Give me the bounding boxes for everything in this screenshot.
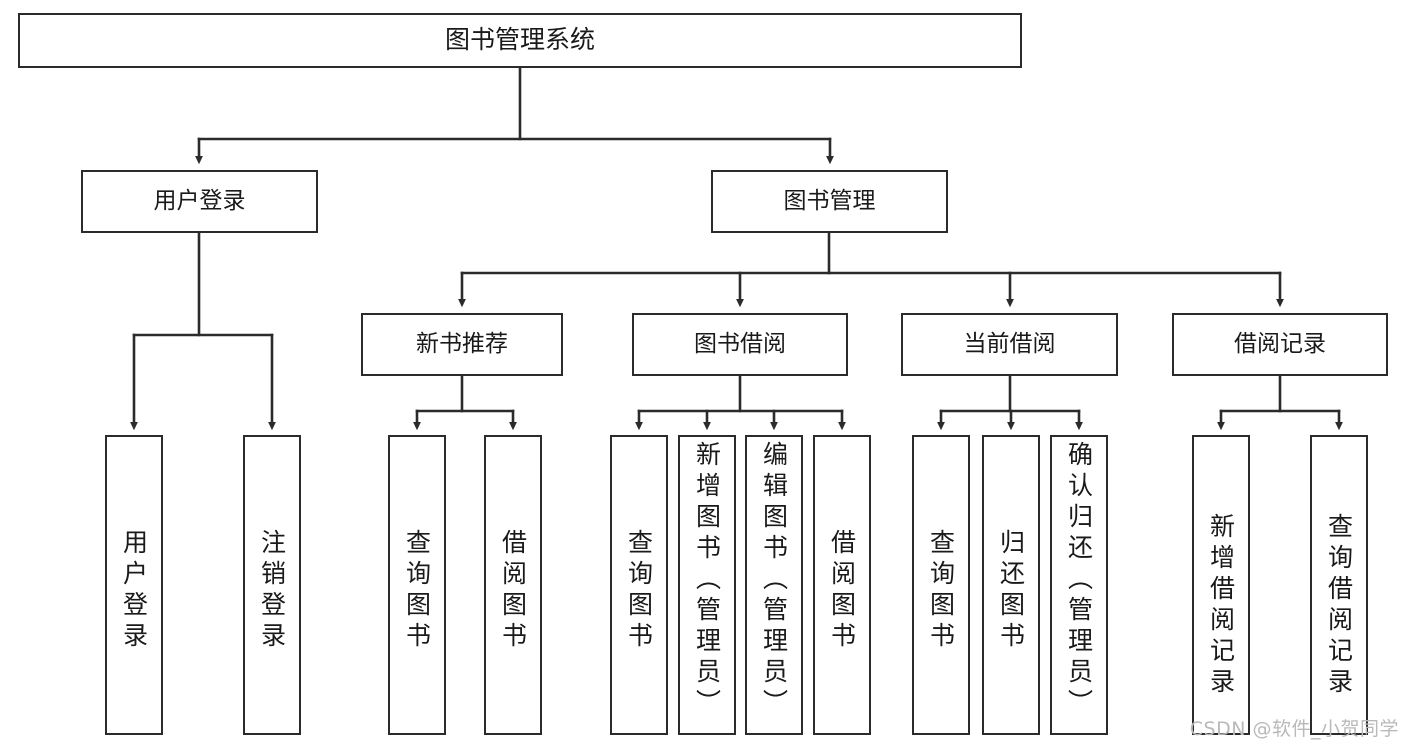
leaf-confirm-return-admin-label: 确认归还（管理员） <box>1064 441 1094 720</box>
node-root-label: 图书管理系统 <box>444 25 595 55</box>
node-root[interactable]: 图书管理系统 <box>18 13 1022 68</box>
node-current-borrow[interactable]: 当前借阅 <box>901 313 1118 376</box>
leaf-user-login[interactable]: 用户登录 <box>105 435 163 735</box>
leaf-query-borrow-record[interactable]: 查询借阅记录 <box>1310 435 1368 735</box>
leaf-query-book-current-label: 查询图书 <box>926 529 956 653</box>
node-borrow-records-label: 借阅记录 <box>1234 331 1326 358</box>
node-book-management-label: 图书管理 <box>783 188 876 215</box>
leaf-borrow-book-label: 借阅图书 <box>827 529 857 653</box>
leaf-query-borrow-record-label: 查询借阅记录 <box>1324 513 1354 699</box>
leaf-add-borrow-record[interactable]: 新增借阅记录 <box>1192 435 1250 735</box>
leaf-logout-label: 注销登录 <box>257 529 287 653</box>
node-book-borrow[interactable]: 图书借阅 <box>632 313 848 376</box>
leaf-add-book-admin[interactable]: 新增图书（管理员） <box>678 435 736 735</box>
leaf-edit-book-admin[interactable]: 编辑图书（管理员） <box>745 435 803 735</box>
watermark-text: CSDN @软件_小贺同学 <box>1189 718 1399 740</box>
leaf-return-book[interactable]: 归还图书 <box>982 435 1040 735</box>
leaf-edit-book-admin-label: 编辑图书（管理员） <box>759 441 789 720</box>
node-book-borrow-label: 图书借阅 <box>694 331 786 358</box>
node-current-borrow-label: 当前借阅 <box>963 331 1056 358</box>
node-new-book-recommend[interactable]: 新书推荐 <box>361 313 563 376</box>
node-book-management[interactable]: 图书管理 <box>711 170 948 233</box>
leaf-logout[interactable]: 注销登录 <box>243 435 301 735</box>
leaf-query-book-borrow[interactable]: 查询图书 <box>610 435 668 735</box>
leaf-borrow-book[interactable]: 借阅图书 <box>813 435 871 735</box>
leaf-borrow-book-recommend[interactable]: 借阅图书 <box>484 435 542 735</box>
node-borrow-records[interactable]: 借阅记录 <box>1172 313 1388 376</box>
leaf-add-book-admin-label: 新增图书（管理员） <box>692 441 722 720</box>
leaf-borrow-book-recommend-label: 借阅图书 <box>498 529 528 653</box>
node-user-login[interactable]: 用户登录 <box>81 170 318 233</box>
leaf-query-book-borrow-label: 查询图书 <box>624 529 654 653</box>
leaf-user-login-label: 用户登录 <box>119 529 149 653</box>
leaf-query-book-recommend-label: 查询图书 <box>402 529 432 653</box>
leaf-confirm-return-admin[interactable]: 确认归还（管理员） <box>1050 435 1108 735</box>
leaf-query-book-current[interactable]: 查询图书 <box>912 435 970 735</box>
node-new-book-recommend-label: 新书推荐 <box>416 331 508 358</box>
leaf-return-book-label: 归还图书 <box>996 529 1026 653</box>
node-user-login-label: 用户登录 <box>153 188 246 215</box>
leaf-query-book-recommend[interactable]: 查询图书 <box>388 435 446 735</box>
leaf-add-borrow-record-label: 新增借阅记录 <box>1206 513 1236 699</box>
